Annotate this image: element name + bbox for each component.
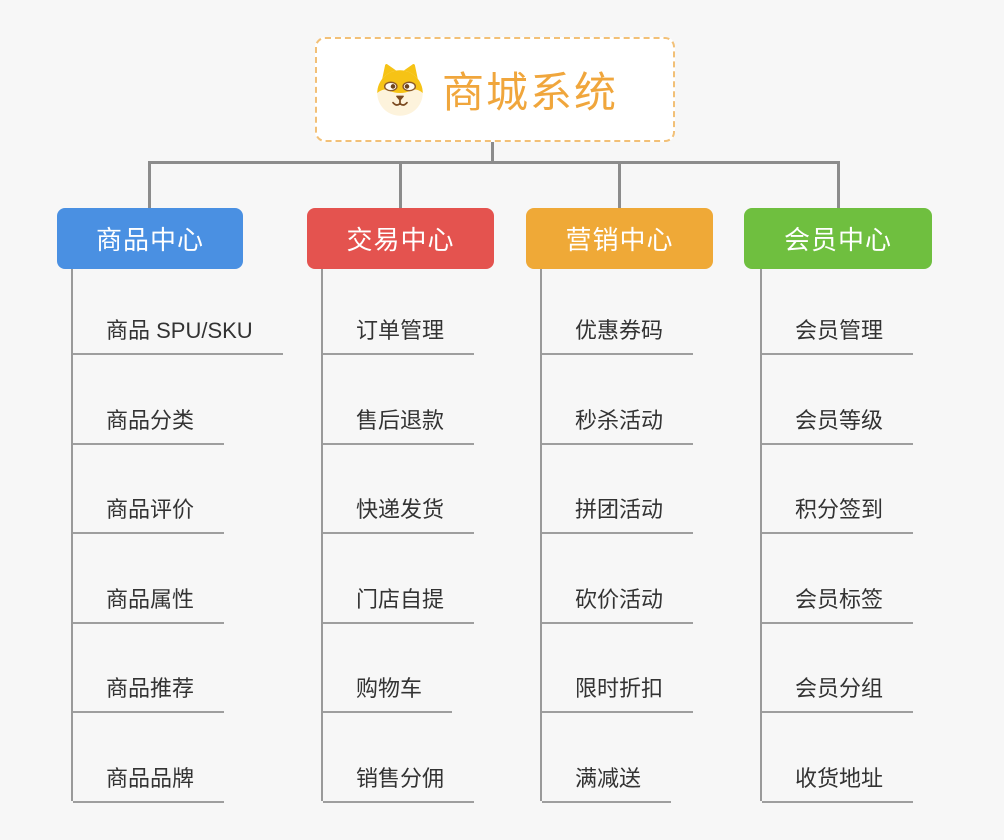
leaf-node[interactable]: 满减送 <box>542 763 672 803</box>
leaf-node[interactable]: 商品品牌 <box>73 763 225 803</box>
leaf-node[interactable]: 拼团活动 <box>542 494 694 534</box>
branch-header-label: 会员中心 <box>783 225 892 255</box>
branch-header-product-center[interactable]: 商品中心 <box>57 208 243 269</box>
leaf-node[interactable]: 商品分类 <box>73 405 225 445</box>
branch-header-label: 交易中心 <box>346 225 455 255</box>
branch-column-marketing: 优惠券码 秒杀活动 拼团活动 砍价活动 限时折扣 满减送 <box>540 269 694 803</box>
leaf-node[interactable]: 快递发货 <box>323 494 475 534</box>
connector-drop-member <box>837 161 840 208</box>
branch-header-member-center[interactable]: 会员中心 <box>744 208 932 269</box>
leaf-node[interactable]: 订单管理 <box>323 315 475 355</box>
leaf-node[interactable]: 商品 SPU/SKU <box>73 315 283 355</box>
root-title: 商城系统 <box>441 69 618 116</box>
leaf-node[interactable]: 收货地址 <box>762 763 914 803</box>
leaf-node[interactable]: 秒杀活动 <box>542 405 694 445</box>
leaf-node[interactable]: 积分签到 <box>762 494 914 534</box>
leaf-node[interactable]: 门店自提 <box>323 584 475 624</box>
leaf-node[interactable]: 商品评价 <box>73 494 225 534</box>
leaf-node[interactable]: 会员等级 <box>762 405 914 445</box>
connector-drop-marketing <box>618 161 621 208</box>
leaf-node[interactable]: 会员管理 <box>762 315 914 355</box>
leaf-node[interactable]: 优惠券码 <box>542 315 694 355</box>
branch-column-member: 会员管理 会员等级 积分签到 会员标签 会员分组 收货地址 <box>760 269 914 803</box>
branch-header-marketing-center[interactable]: 营销中心 <box>526 208 713 269</box>
connector-drop-trade <box>399 161 402 208</box>
branch-header-label: 商品中心 <box>95 225 204 255</box>
connector-drop-product <box>148 161 151 208</box>
root-node-mall-system[interactable]: 商城系统 <box>315 37 675 142</box>
leaf-node[interactable]: 商品推荐 <box>73 673 225 713</box>
leaf-node[interactable]: 会员分组 <box>762 673 914 713</box>
branch-header-trade-center[interactable]: 交易中心 <box>307 208 494 269</box>
leaf-node[interactable]: 商品属性 <box>73 584 225 624</box>
branch-column-product: 商品 SPU/SKU 商品分类 商品评价 商品属性 商品推荐 商品品牌 <box>71 269 283 803</box>
connector-root-vertical <box>491 142 494 162</box>
leaf-node[interactable]: 限时折扣 <box>542 673 694 713</box>
leaf-node[interactable]: 砍价活动 <box>542 584 694 624</box>
connector-horizontal-bus <box>148 161 839 164</box>
branch-header-label: 营销中心 <box>565 225 674 255</box>
branch-column-trade: 订单管理 售后退款 快递发货 门店自提 购物车 销售分佣 <box>321 269 475 803</box>
leaf-node[interactable]: 销售分佣 <box>323 763 475 803</box>
leaf-node[interactable]: 会员标签 <box>762 584 914 624</box>
leaf-node[interactable]: 购物车 <box>323 673 453 713</box>
dog-face-icon <box>377 64 423 116</box>
leaf-node[interactable]: 售后退款 <box>323 405 475 445</box>
